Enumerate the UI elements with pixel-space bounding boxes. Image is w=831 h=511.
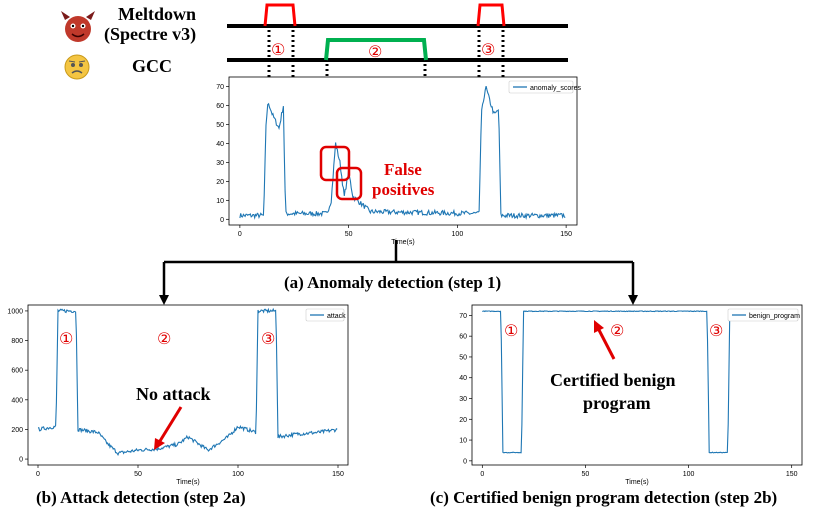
false-positives-label-2: positives bbox=[372, 180, 435, 199]
y-tick-label: 20 bbox=[459, 417, 467, 424]
legend-label: anomaly_scores bbox=[530, 85, 581, 92]
legend-box bbox=[727, 308, 799, 322]
certified-label-1: Certified benign bbox=[550, 370, 676, 390]
y-tick-label: 50 bbox=[459, 354, 467, 361]
x-tick-label: 0 bbox=[480, 471, 484, 478]
benign-marker-1: ① bbox=[504, 321, 519, 340]
legend-label: attack bbox=[327, 313, 346, 320]
y-tick-label: 10 bbox=[459, 438, 467, 445]
attack-marker-3: ③ bbox=[261, 329, 276, 348]
legend-box bbox=[508, 80, 574, 94]
caption-c: (c) Certified benign program detection (… bbox=[430, 488, 778, 507]
false-positive-box-2 bbox=[335, 166, 363, 201]
y-tick-label: 0 bbox=[463, 458, 467, 465]
worried-face-icon bbox=[64, 54, 90, 80]
marker-1: ① bbox=[271, 40, 286, 59]
y-tick-label: 0 bbox=[220, 217, 224, 224]
false-positive-box-1 bbox=[319, 145, 351, 182]
y-tick-label: 800 bbox=[11, 338, 23, 345]
y-tick-label: 50 bbox=[216, 122, 224, 129]
plot-frame bbox=[228, 76, 578, 226]
x-axis-label: Time(s) bbox=[391, 239, 414, 246]
y-tick-label: 1000 bbox=[7, 308, 23, 315]
y-tick-label: 40 bbox=[459, 375, 467, 382]
y-tick-label: 10 bbox=[216, 198, 224, 205]
legend: benign_program bbox=[727, 308, 800, 322]
no-attack-arrow bbox=[158, 406, 183, 442]
y-tick-label: 70 bbox=[216, 84, 224, 91]
x-tick-label: 100 bbox=[452, 231, 464, 238]
benign-arrow bbox=[597, 329, 616, 360]
attack-pulse-1 bbox=[263, 3, 297, 27]
benign-arrow-head bbox=[594, 320, 604, 333]
y-tick-label: 60 bbox=[216, 103, 224, 110]
legend: anomaly_scores bbox=[508, 80, 581, 94]
x-tick-label: 100 bbox=[683, 471, 695, 478]
attack-marker-1: ① bbox=[59, 329, 74, 348]
certified-label-2: program bbox=[583, 393, 651, 413]
series-line bbox=[239, 85, 566, 221]
attack-pulse-3 bbox=[476, 3, 506, 27]
no-attack-label: No attack bbox=[136, 384, 211, 404]
false-positives-label-1: False bbox=[384, 160, 422, 179]
y-tick-label: 30 bbox=[459, 396, 467, 403]
legend-label: benign_program bbox=[749, 313, 800, 320]
no-attack-arrow-head bbox=[154, 438, 165, 450]
y-tick-label: 70 bbox=[459, 313, 467, 320]
legend: attack bbox=[305, 308, 346, 322]
x-tick-label: 50 bbox=[134, 471, 142, 478]
arrow-head-left bbox=[159, 295, 169, 305]
series-line bbox=[37, 307, 338, 457]
benign-pulse bbox=[324, 38, 428, 61]
x-tick-label: 150 bbox=[786, 471, 798, 478]
x-tick-label: 0 bbox=[36, 471, 40, 478]
attack-marker-2: ② bbox=[157, 329, 172, 348]
x-tick-label: 100 bbox=[232, 471, 244, 478]
spectre-label: (Spectre v3) bbox=[104, 24, 197, 44]
x-axis-label: Time(s) bbox=[625, 479, 648, 486]
benign-marker-2: ② bbox=[610, 321, 625, 340]
marker-2: ② bbox=[368, 42, 383, 61]
x-axis-label: Time(s) bbox=[176, 479, 199, 486]
x-tick-label: 0 bbox=[238, 231, 242, 238]
benign-marker-3: ③ bbox=[709, 321, 724, 340]
devil-face-icon bbox=[61, 11, 95, 42]
gcc-label: GCC bbox=[132, 56, 172, 76]
legend-box bbox=[305, 308, 345, 322]
caption-a: (a) Anomaly detection (step 1) bbox=[284, 273, 502, 292]
arrow-head-right bbox=[628, 295, 638, 305]
y-tick-label: 400 bbox=[11, 397, 23, 404]
marker-3: ③ bbox=[481, 40, 496, 59]
caption-b: (b) Attack detection (step 2a) bbox=[36, 488, 246, 507]
y-tick-label: 20 bbox=[216, 179, 224, 186]
meltdown-label: Meltdown bbox=[118, 4, 196, 24]
plot-frame bbox=[471, 304, 803, 466]
y-tick-label: 200 bbox=[11, 427, 23, 434]
y-tick-label: 60 bbox=[459, 334, 467, 341]
x-tick-label: 50 bbox=[345, 231, 353, 238]
x-tick-label: 150 bbox=[560, 231, 572, 238]
x-tick-label: 150 bbox=[332, 471, 344, 478]
y-tick-label: 40 bbox=[216, 141, 224, 148]
y-tick-label: 30 bbox=[216, 160, 224, 167]
x-tick-label: 50 bbox=[582, 471, 590, 478]
y-tick-label: 0 bbox=[19, 457, 23, 464]
y-tick-label: 600 bbox=[11, 368, 23, 375]
